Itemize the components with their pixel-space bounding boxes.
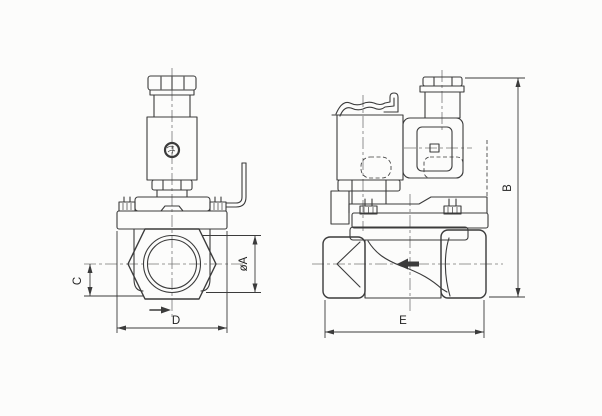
bonnet-stem-side [351, 190, 387, 205]
port-circle-inner [146, 238, 198, 290]
port-left-thread-cone [336, 241, 361, 288]
dimension-c-label: C [72, 277, 84, 285]
valve-body-side [322, 229, 487, 299]
body-center-section [364, 239, 442, 299]
bonnet-flange-side [351, 212, 489, 229]
dimension-d: D [116, 231, 228, 333]
port-left [322, 236, 366, 299]
flow-direction-arrow [397, 258, 419, 270]
brand-mark [163, 141, 181, 159]
dimension-d-label: D [172, 315, 180, 327]
body-corner-right [200, 228, 211, 292]
hex-body [127, 228, 217, 300]
plate-bolt-left [359, 198, 378, 215]
bonnet-boss [160, 205, 184, 212]
connector-screw [429, 143, 440, 153]
flange-bolt-left [118, 196, 136, 212]
dimension-c: C [72, 264, 143, 297]
coil-cavity-hidden [360, 156, 392, 179]
dimension-e: E [324, 300, 485, 338]
gland-body [424, 91, 461, 119]
side-view: B E [312, 70, 525, 338]
front-view: C øA D [72, 68, 261, 333]
body-flange-side [349, 226, 469, 241]
cable-gland [419, 76, 465, 119]
dimension-b-label: B [502, 184, 514, 192]
dimension-a-label: øA [238, 256, 250, 271]
mounting-bracket [330, 190, 350, 225]
coil-side [336, 114, 404, 181]
din-connector [360, 117, 464, 179]
plate-bolt-right [443, 198, 462, 215]
coil-nut-side [337, 179, 401, 192]
dimension-b: B [465, 77, 525, 298]
port-circle-outer [142, 234, 202, 294]
port-right-facet [444, 237, 451, 297]
bent-plate [348, 196, 488, 214]
flow-direction-arrow [149, 306, 171, 314]
flange-bolt-right [209, 196, 227, 212]
connector-cavity-hidden [423, 156, 464, 179]
dimension-e-label: E [399, 315, 407, 327]
spring-clip [331, 92, 399, 117]
connector-face [416, 126, 453, 172]
wire-bracket [225, 162, 247, 208]
body-corner-left [133, 228, 144, 292]
dimension-a: øA [202, 235, 261, 293]
